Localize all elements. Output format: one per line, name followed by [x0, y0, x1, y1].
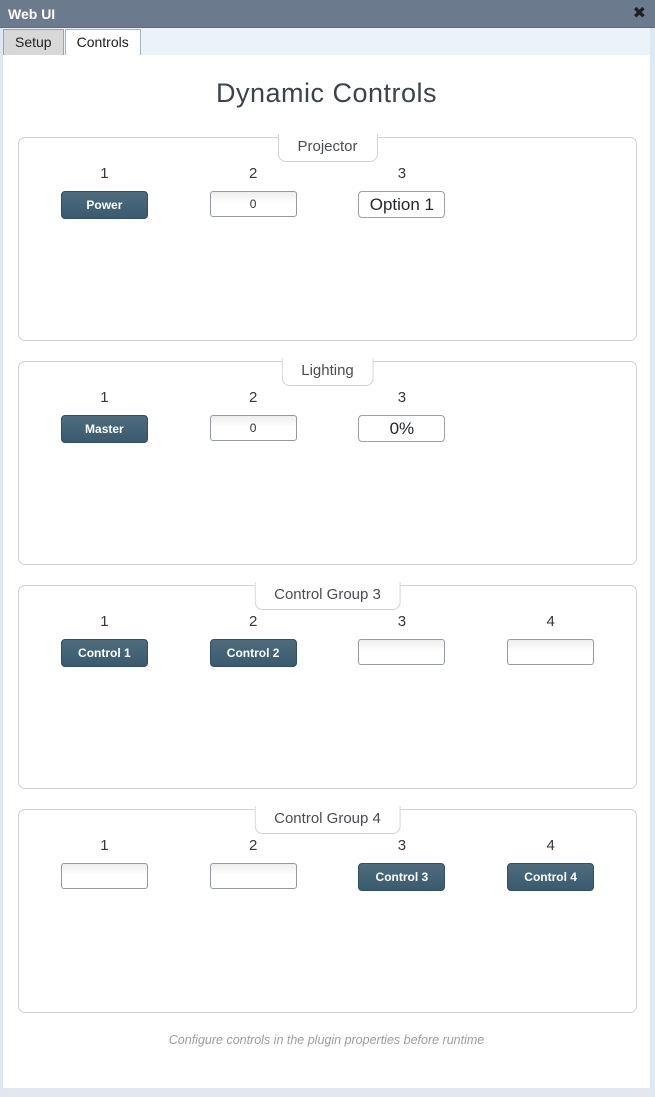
group-4-title: Control Group 4 — [254, 806, 401, 834]
groups-container: Projector 1 Power 2 3 Option 1 — [3, 134, 650, 1013]
group-lighting: Lighting 1 Master 2 3 0% — [18, 358, 637, 565]
column-number: 2 — [248, 837, 258, 854]
column-number: 3 — [397, 613, 407, 630]
controls-tab-content: Dynamic Controls Projector 1 Power 2 — [3, 55, 650, 1088]
control-cell: 3 Control 3 — [328, 837, 477, 891]
close-icon[interactable]: ✖ — [632, 4, 646, 22]
tab-setup[interactable]: Setup — [3, 29, 64, 55]
projector-value-input[interactable] — [209, 191, 297, 217]
page-title: Dynamic Controls — [215, 78, 438, 108]
power-button[interactable]: Power — [60, 191, 148, 219]
group-3-input-4[interactable] — [507, 639, 595, 665]
column-number: 3 — [397, 165, 407, 182]
group-projector-grid: 1 Power 2 3 Option 1 — [19, 138, 636, 219]
column-number: 2 — [248, 165, 258, 182]
control-2-button[interactable]: Control 2 — [209, 639, 297, 667]
control-cell: 2 — [179, 165, 328, 219]
control-cell: 1 Power — [30, 165, 179, 219]
group-projector-title: Projector — [277, 134, 378, 162]
empty-cell — [476, 389, 625, 443]
column-number: 4 — [546, 837, 555, 854]
lighting-percent-display: 0% — [358, 415, 446, 442]
column-number: 2 — [248, 613, 258, 630]
group-4-input-2[interactable] — [209, 863, 297, 889]
column-number: 1 — [100, 389, 109, 406]
tab-controls[interactable]: Controls — [64, 29, 141, 55]
control-cell: 3 Option 1 — [328, 165, 477, 219]
control-3-button[interactable]: Control 3 — [358, 863, 446, 891]
group-projector: Projector 1 Power 2 3 Option 1 — [18, 134, 637, 341]
master-button[interactable]: Master — [60, 415, 148, 443]
control-cell: 2 — [179, 389, 328, 443]
projector-option-select[interactable]: Option 1 — [358, 191, 446, 218]
column-number: 3 — [397, 837, 407, 854]
title-bar: Web UI ✖ — [0, 0, 655, 28]
window-title: Web UI — [8, 5, 56, 22]
control-1-button[interactable]: Control 1 — [60, 639, 148, 667]
control-cell: 1 Control 1 — [30, 613, 179, 667]
group-3-title: Control Group 3 — [254, 582, 401, 610]
control-cell: 3 0% — [328, 389, 477, 443]
group-4-input-1[interactable] — [60, 863, 148, 889]
runtime-config-note: Configure controls in the plugin propert… — [168, 1033, 485, 1047]
group-3-grid: 1 Control 1 2 Control 2 3 4 — [19, 586, 636, 667]
control-cell: 1 — [30, 837, 179, 891]
column-number: 4 — [546, 613, 555, 630]
group-control-group-4: Control Group 4 1 2 3 Control 3 — [18, 806, 637, 1013]
control-cell: 4 Control 4 — [476, 837, 625, 891]
empty-cell — [476, 165, 625, 219]
column-number: 1 — [100, 613, 109, 630]
column-number: 1 — [100, 837, 109, 854]
tab-strip: Setup Controls — [3, 28, 650, 55]
control-cell: 2 Control 2 — [179, 613, 328, 667]
group-control-group-3: Control Group 3 1 Control 1 2 Control 2 … — [18, 582, 637, 789]
window-frame: Setup Controls Dynamic Controls Projecto… — [0, 28, 655, 1097]
group-lighting-grid: 1 Master 2 3 0% — [19, 362, 636, 443]
group-4-grid: 1 2 3 Control 3 4 Cont — [19, 810, 636, 891]
control-cell: 2 — [179, 837, 328, 891]
control-cell: 3 — [328, 613, 477, 667]
group-lighting-title: Lighting — [281, 358, 374, 386]
control-4-button[interactable]: Control 4 — [507, 863, 595, 891]
group-3-input-3[interactable] — [358, 639, 446, 665]
lighting-value-input[interactable] — [209, 415, 297, 441]
column-number: 2 — [248, 389, 258, 406]
column-number: 3 — [397, 389, 407, 406]
control-cell: 4 — [476, 613, 625, 667]
column-number: 1 — [100, 165, 109, 182]
control-cell: 1 Master — [30, 389, 179, 443]
